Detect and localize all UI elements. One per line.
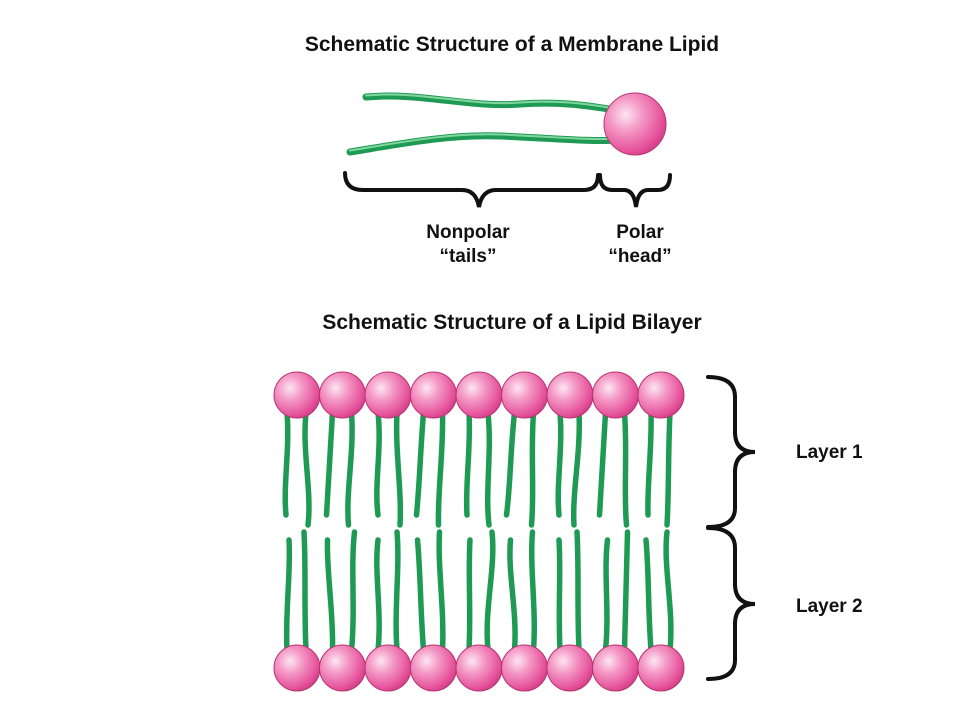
layer1-tail <box>435 410 446 528</box>
layer1-head <box>410 371 457 419</box>
layer2-tail <box>301 529 309 653</box>
lipid-braces <box>343 171 672 208</box>
layer2-tail <box>484 529 496 653</box>
polar-label-line2: “head” <box>608 246 672 267</box>
layer2-tail <box>507 537 518 653</box>
layer2-head <box>455 644 503 692</box>
layer2-tail <box>574 529 582 653</box>
membrane-lipid-title: Schematic Structure of a Membrane Lipid <box>304 33 720 56</box>
layer1-tail <box>555 410 564 518</box>
nonpolar-brace <box>343 171 600 208</box>
layer1-tail <box>323 410 336 518</box>
layer2-tail <box>393 529 401 653</box>
layer2-tail <box>436 529 446 653</box>
polar-label-line1: Polar <box>616 222 664 243</box>
layer2-tail <box>283 537 293 653</box>
layer1-head <box>546 371 594 419</box>
polar-brace <box>598 173 672 208</box>
polar-head-label: Polar “head” <box>560 221 720 269</box>
layer1-tail <box>463 410 473 518</box>
layer-braces <box>706 375 756 681</box>
layer1-tail <box>345 410 355 528</box>
layer1-head <box>592 371 639 419</box>
nonpolar-tails <box>346 92 622 156</box>
layer1-head <box>273 371 321 419</box>
polar-head <box>603 92 667 156</box>
layer2-head <box>501 644 548 692</box>
layer1-tail <box>413 410 427 518</box>
layer2-tail <box>621 529 631 653</box>
layer1-tail <box>282 410 291 518</box>
layer2-tail <box>324 537 336 653</box>
layer1-head <box>455 371 503 419</box>
layer1-tail <box>645 410 654 518</box>
nonpolar-label-line1: Nonpolar <box>426 222 510 243</box>
layer2-tail <box>348 529 358 653</box>
layer2-head <box>637 644 685 692</box>
layer1-tail <box>664 410 673 528</box>
layer1-head <box>637 371 685 419</box>
layer2-tail <box>466 537 473 653</box>
layer2-tail <box>414 537 427 653</box>
layer1-tail <box>503 410 518 518</box>
layer2-tail <box>528 529 538 653</box>
nonpolar-tails-label: Nonpolar “tails” <box>388 221 548 269</box>
layer2-label: Layer 2 <box>796 596 863 617</box>
single-lipid <box>346 92 667 156</box>
layer1-tail <box>570 410 583 528</box>
layer1-tail <box>302 410 312 528</box>
layer1-head <box>501 371 548 419</box>
layer2-head <box>592 644 639 692</box>
layer2-brace <box>706 526 756 681</box>
lipid-bilayer-title: Schematic Structure of a Lipid Bilayer <box>322 311 702 334</box>
layer1-tail <box>484 410 493 528</box>
bilayer-heads <box>273 371 685 692</box>
bilayer-tails <box>282 410 674 653</box>
layer2-tail <box>663 529 674 653</box>
layer2-head <box>546 644 594 692</box>
layer2-head <box>319 644 366 692</box>
layer1-tail <box>596 410 609 518</box>
layer2-tail <box>602 537 611 653</box>
layer2-tail <box>556 537 563 653</box>
layer2-head <box>273 644 321 692</box>
nonpolar-label-line2: “tails” <box>439 246 497 267</box>
layer1-head <box>319 371 366 419</box>
layer1-head <box>364 371 412 419</box>
layer2-tail <box>374 537 382 653</box>
layer1-brace <box>706 375 756 529</box>
layer2-head <box>364 644 412 692</box>
layer1-tail <box>393 410 404 528</box>
layer1-tail <box>374 410 382 518</box>
layer1-tail <box>621 410 630 528</box>
layer2-tail <box>643 537 654 653</box>
layer1-tail <box>528 410 537 528</box>
layer1-label: Layer 1 <box>796 442 863 463</box>
layer2-head <box>410 644 457 692</box>
